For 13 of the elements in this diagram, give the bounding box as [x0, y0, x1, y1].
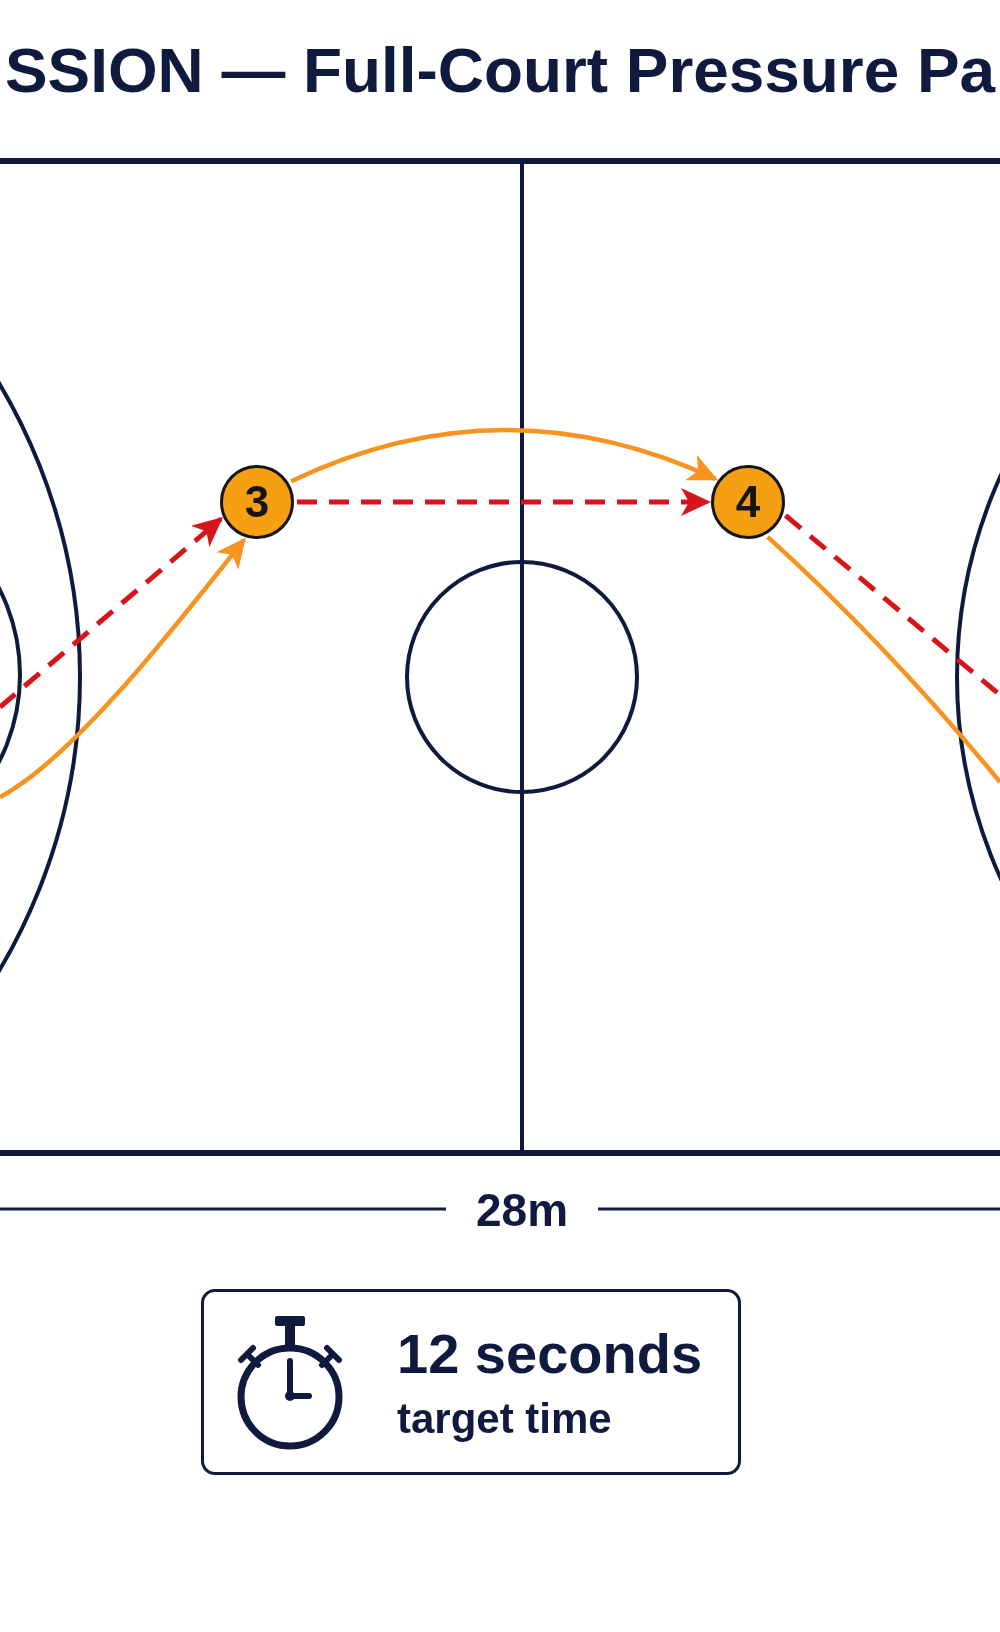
- curved-arrow: [0, 537, 246, 799]
- dashed-arrow: [297, 488, 711, 516]
- curved-arrow: [290, 427, 719, 484]
- dashed-line: [784, 513, 1000, 697]
- dimension-label: 28m: [476, 1187, 569, 1233]
- timer-value: 12 seconds: [397, 1326, 703, 1382]
- player-marker: 4: [711, 465, 785, 539]
- dashed-arrow: [0, 517, 224, 709]
- player-marker: 3: [220, 465, 294, 539]
- timer-card: [201, 1289, 741, 1475]
- title: SSION — Full-Court Pressure Pa: [5, 39, 996, 104]
- curved-line: [766, 535, 1000, 784]
- timer-caption: target time: [397, 1398, 612, 1440]
